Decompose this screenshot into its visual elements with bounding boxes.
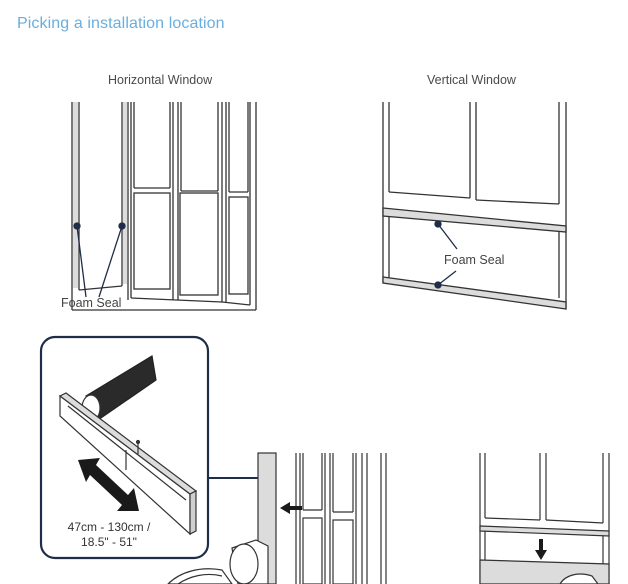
double-arrow-icon bbox=[78, 458, 139, 511]
vertical-window-drawing bbox=[382, 102, 567, 310]
installed-vertical-drawing bbox=[479, 453, 610, 584]
arrow-left-icon bbox=[280, 502, 302, 514]
range-metric: 47cm - 130cm / bbox=[67, 520, 151, 534]
vertical-seal-pointer bbox=[434, 220, 458, 289]
slider-range-text: 47cm - 130cm / 18.5" - 51" bbox=[49, 520, 169, 550]
horizontal-window-drawing bbox=[71, 102, 257, 311]
vertical-window-caption: Vertical Window bbox=[427, 73, 516, 87]
installed-horizontal-drawing bbox=[167, 452, 387, 584]
horizontal-window-caption: Horizontal Window bbox=[108, 73, 213, 87]
slider-kit-drawing bbox=[58, 355, 198, 536]
range-imperial: 18.5" - 51" bbox=[81, 535, 137, 549]
page-title: Picking a installation location bbox=[17, 15, 225, 32]
horizontal-seal-label: Foam Seal bbox=[61, 296, 122, 310]
horizontal-seal-pointer bbox=[73, 222, 126, 298]
arrow-down-icon bbox=[535, 539, 547, 560]
vertical-seal-label: Foam Seal bbox=[444, 253, 505, 267]
